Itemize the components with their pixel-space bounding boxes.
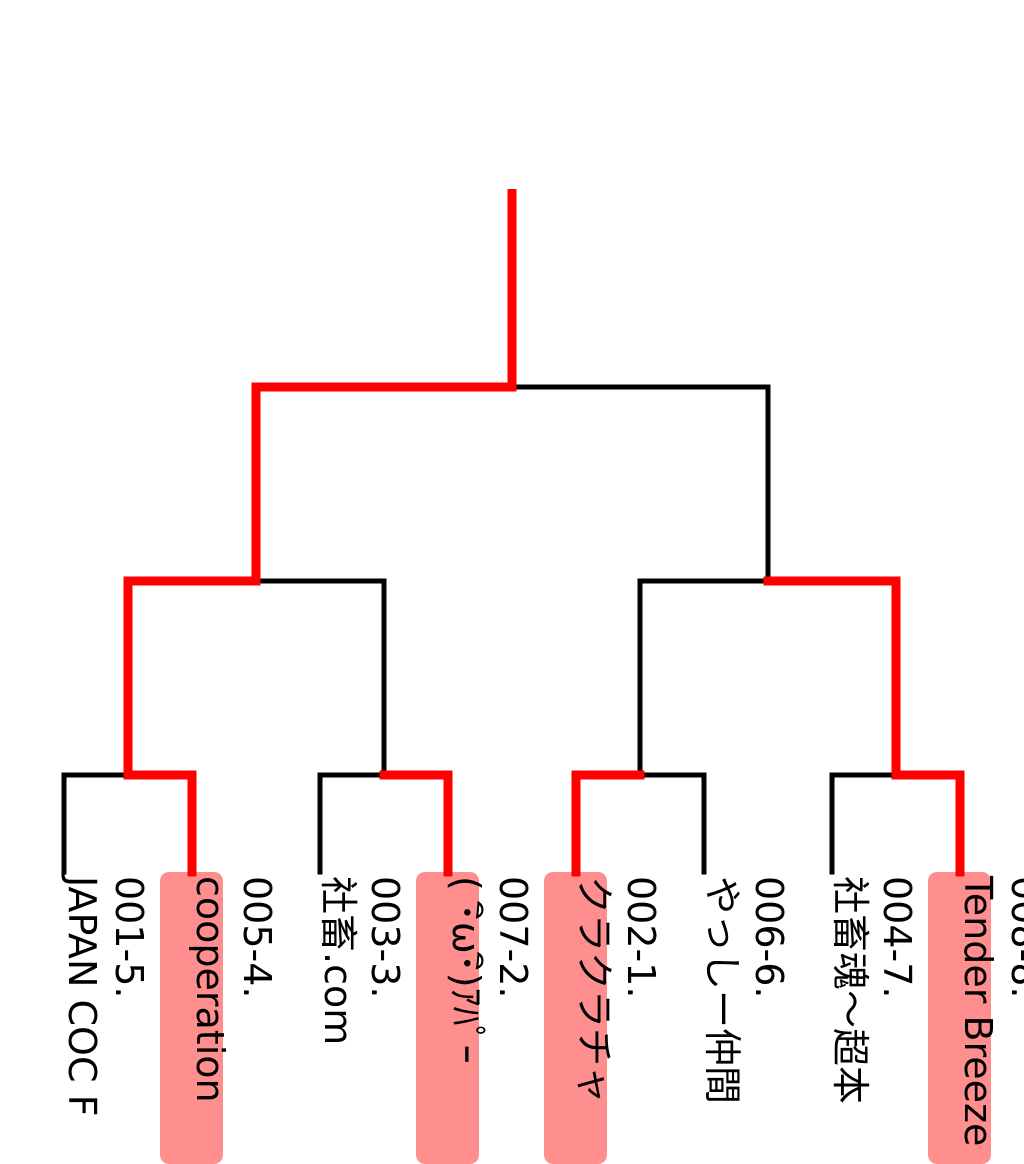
team-number: 006-6. <box>747 876 791 999</box>
team-entry[interactable]: 003-3.社畜.com <box>316 876 407 1045</box>
team-entry[interactable]: 005-4.cooperation <box>188 876 279 1103</box>
team-entry[interactable]: 006-6.やっしー仲間 <box>700 876 791 1104</box>
team-entry[interactable]: 004-7.社畜魂～超本 <box>828 876 919 1104</box>
team-labels: 001-5.JAPAN COC F 005-4.cooperation 003-3.… <box>60 874 1024 1146</box>
team-entry[interactable]: 002-1.クラクラチャ <box>572 876 663 1104</box>
bracket-lines <box>61 189 965 877</box>
team-number: 002-1. <box>619 876 663 999</box>
team-entry[interactable]: 001-5.JAPAN COC F <box>60 874 151 1116</box>
team-name: ( ･ิω･ิ)ｱﾊﾟｰ <box>444 876 488 1064</box>
team-number: 007-2. <box>491 876 535 999</box>
winner-highlight <box>544 872 607 1164</box>
team-entry[interactable]: 007-2.( ･ิω･ิ)ｱﾊﾟｰ <box>444 876 535 1064</box>
winner-highlights <box>160 872 991 1164</box>
team-entry[interactable]: 008-8.Tender Breeze <box>956 875 1024 1146</box>
team-name: 社畜魂～超本 <box>828 876 872 1104</box>
winner-highlight <box>928 872 991 1164</box>
team-name: クラクラチャ <box>572 876 616 1104</box>
team-number: 008-8. <box>1003 876 1024 999</box>
winner-highlight <box>416 872 479 1164</box>
team-name: Tender Breeze <box>956 875 1000 1146</box>
team-name: 社畜.com <box>316 876 360 1045</box>
team-number: 005-4. <box>235 876 279 999</box>
team-number: 004-7. <box>875 876 919 999</box>
winner-highlight <box>160 872 223 1164</box>
team-name: JAPAN COC F <box>60 874 104 1116</box>
team-name: cooperation <box>188 876 232 1103</box>
team-number: 003-3. <box>363 876 407 999</box>
team-number: 001-5. <box>107 876 151 999</box>
team-name: やっしー仲間 <box>700 876 744 1104</box>
